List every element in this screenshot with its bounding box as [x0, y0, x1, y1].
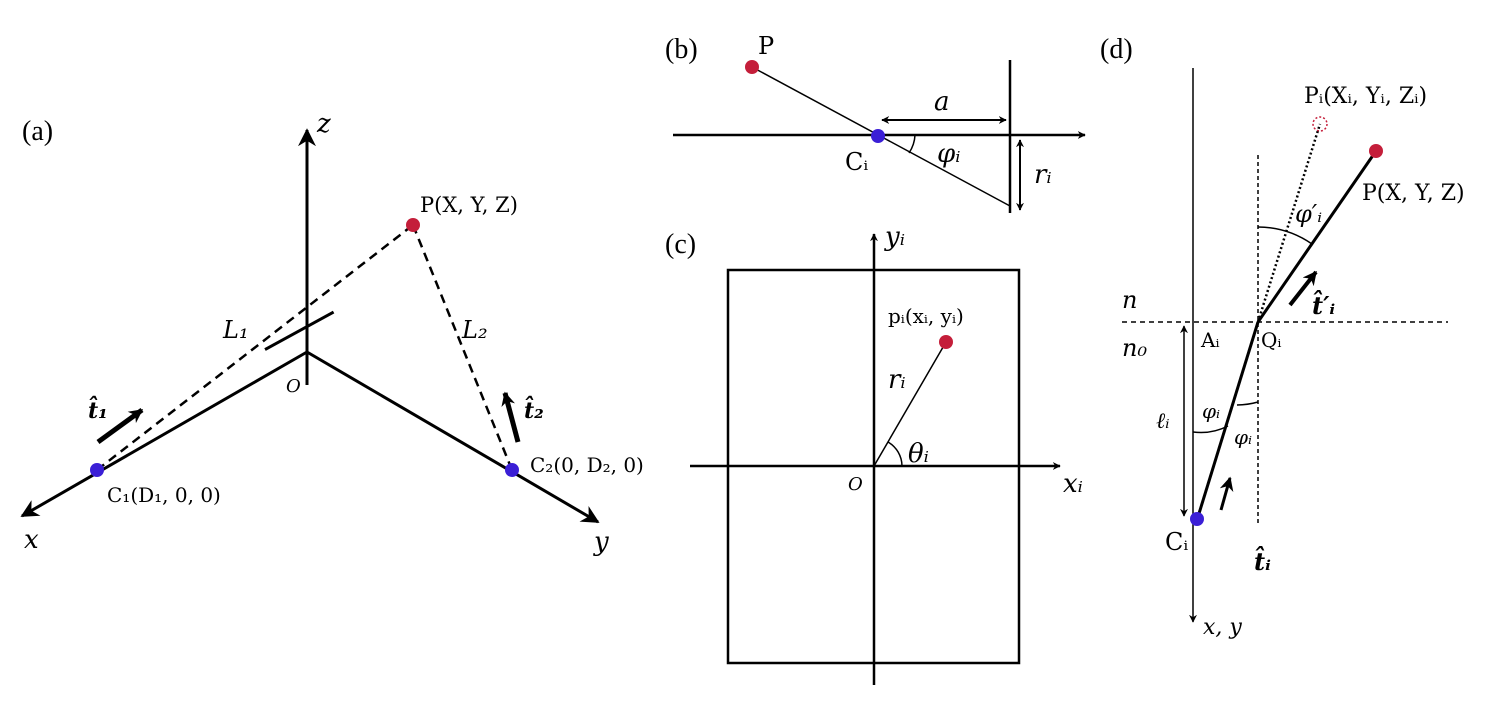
camera-C2-dot	[505, 463, 519, 477]
angle-theta-label: θᵢ	[908, 439, 929, 469]
point-P-label: P(X, Y, Z)	[420, 193, 518, 217]
panel-a-label: (a)	[22, 116, 53, 147]
x-axis-label: xᵢ	[1063, 469, 1083, 499]
angle-phi-arc-2	[1236, 401, 1259, 406]
camera-Ci-label: Cᵢ	[845, 148, 868, 176]
angle-phi-arc-1	[1192, 425, 1229, 434]
y-axis-label: yᵢ	[884, 222, 905, 252]
camera-C1-label: C₁(D₁, 0, 0)	[107, 483, 221, 507]
panel-a: (a) z x y O P(X, Y, Z) L₁ L₂ t̂₁ t̂₂ C₁(…	[20, 109, 644, 557]
z-axis-label: z	[316, 109, 331, 139]
t-prime-label: t̂′ᵢ	[1312, 290, 1335, 320]
virtual-point-label: Pᵢ(Xᵢ, Yᵢ, Zᵢ)	[1304, 84, 1427, 109]
camera-C2-label: C₂(0, D₂, 0)	[530, 453, 644, 477]
camera-Ci-dot	[1190, 512, 1204, 526]
x-axis	[20, 350, 308, 518]
point-Q-label: Qᵢ	[1261, 328, 1281, 352]
origin-cross-line	[264, 310, 335, 351]
refracted-ray	[1256, 150, 1378, 323]
x-axis-label: x	[24, 525, 39, 555]
point-P-dot	[1369, 144, 1383, 158]
length-l-label: ℓᵢ	[1156, 409, 1170, 434]
point-A-label: Aᵢ	[1200, 328, 1219, 352]
line-L2	[411, 224, 514, 471]
virtual-ray	[1256, 123, 1322, 323]
panel-d-label: (d)	[1100, 34, 1133, 65]
point-P-label: P(X, Y, Z)	[1362, 181, 1465, 206]
angle-phi-1-label: φᵢ	[1202, 399, 1220, 423]
angle-phi-2-label: φᵢ	[1234, 425, 1252, 449]
distance-a-label: a	[934, 87, 950, 117]
angle-theta-arc	[887, 441, 903, 467]
t1-arrow	[96, 407, 144, 445]
y-axis	[306, 350, 600, 524]
radius-line	[873, 341, 947, 467]
point-p-label: pᵢ(xᵢ, yᵢ)	[888, 304, 964, 328]
line-L1-label: L₁	[222, 316, 249, 344]
point-P-label: P	[758, 32, 774, 60]
radius-r-label: rᵢ	[1034, 160, 1052, 190]
t-arrow	[1219, 476, 1234, 511]
angle-phi-prime-label: φ′ᵢ	[1295, 200, 1322, 228]
line-L2-label: L₂	[461, 316, 488, 344]
panel-b-label: (b)	[665, 34, 698, 65]
index-n0-label: n₀	[1122, 334, 1147, 362]
panel-b: (b) P a Cᵢ φᵢ rᵢ	[665, 32, 1086, 213]
t-prime-arrow	[1288, 270, 1318, 307]
panel-c: (c) yᵢ xᵢ O pᵢ(xᵢ, yᵢ) rᵢ θᵢ	[665, 222, 1083, 685]
camera-Ci-label: Cᵢ	[1165, 528, 1188, 556]
y-axis-label: y	[593, 527, 609, 557]
t-hat-label: t̂ᵢ	[1254, 546, 1271, 576]
panel-c-label: (c)	[665, 229, 696, 260]
angle-phi-prime-arc	[1257, 226, 1313, 245]
line-L1	[96, 224, 414, 471]
xy-axis-label: x, y	[1203, 615, 1242, 640]
t1-label: t̂₁	[88, 396, 108, 424]
t2-label: t̂₂	[524, 396, 544, 424]
point-P-dot	[406, 218, 420, 232]
camera-C1-dot	[90, 463, 104, 477]
point-p-dot	[939, 335, 953, 349]
point-P-dot	[745, 60, 759, 74]
angle-phi-arc	[908, 134, 916, 154]
t2-arrow	[501, 391, 521, 443]
angle-phi-label: φᵢ	[937, 139, 960, 169]
origin-label: O	[286, 376, 301, 397]
index-n-label: n	[1122, 286, 1137, 314]
radius-r-label: rᵢ	[888, 365, 906, 395]
panel-d: (d) Pᵢ(Xᵢ, Yᵢ, Zᵢ) P(X, Y, Z) φ′ᵢ t̂′ᵢ n…	[1100, 34, 1465, 640]
camera-Ci-dot	[871, 129, 885, 143]
incident-ray	[1195, 321, 1260, 521]
virtual-point-dot	[1312, 116, 1328, 132]
origin-label: O	[848, 474, 863, 495]
